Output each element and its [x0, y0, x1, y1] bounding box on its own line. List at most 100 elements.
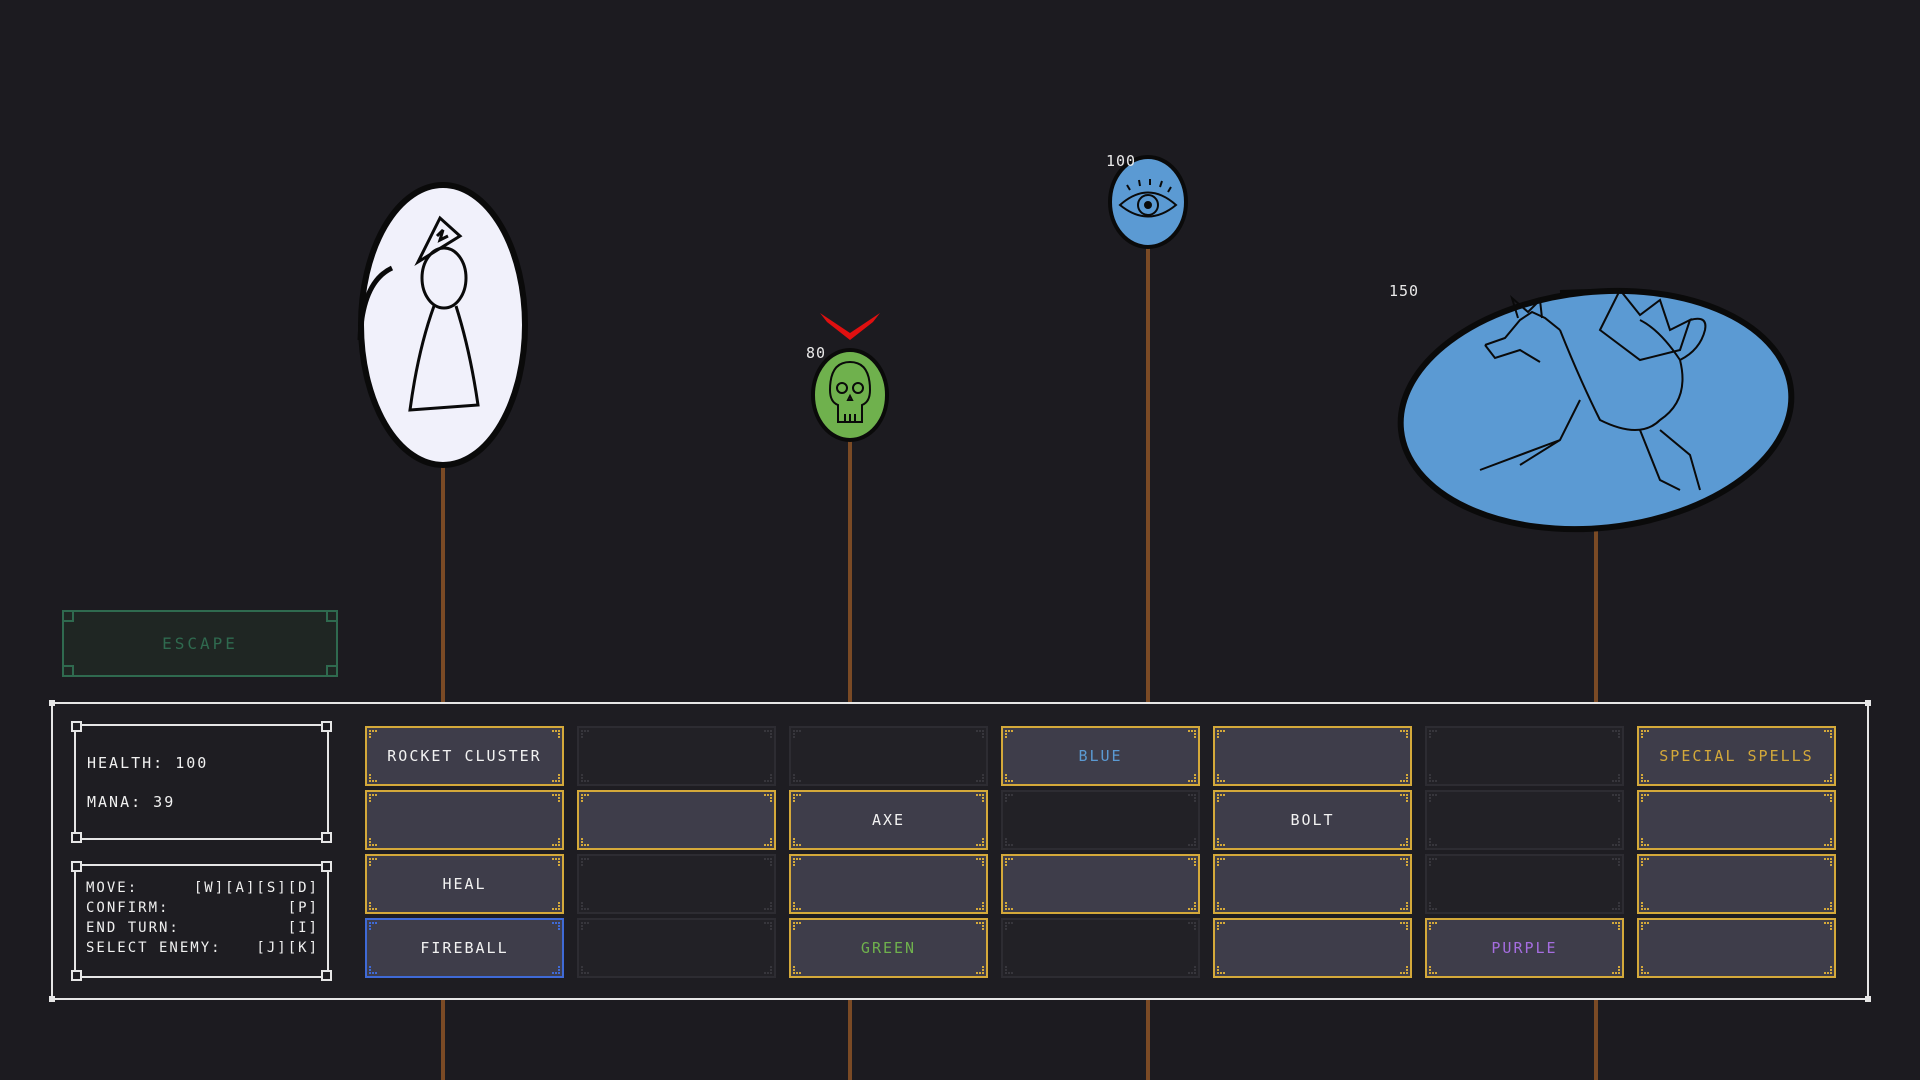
spell-slot[interactable]: [1001, 790, 1200, 850]
control-row: END TURN: [I]: [86, 920, 319, 936]
slot-corner-ornament: [552, 858, 560, 866]
spell-slot[interactable]: BOLT: [1213, 790, 1412, 850]
control-label: MOVE:: [86, 880, 139, 896]
corner-ornament: [326, 665, 338, 677]
skull-enemy-hp: 80: [806, 344, 827, 362]
slot-corner-ornament: [552, 794, 560, 802]
eye-enemy[interactable]: [1108, 155, 1188, 249]
slot-corner-ornament: [1612, 966, 1620, 974]
box-corner: [321, 970, 332, 981]
slot-corner-ornament: [1217, 966, 1225, 974]
panel-corner: [49, 996, 55, 1002]
dragon-icon: [1479, 288, 1707, 491]
slot-corner-ornament: [552, 838, 560, 846]
spell-slot[interactable]: [577, 918, 776, 978]
control-row: CONFIRM: [P]: [86, 900, 319, 916]
slot-corner-ornament: [1188, 794, 1196, 802]
spell-slot[interactable]: [577, 854, 776, 914]
slot-corner-ornament: [1400, 858, 1408, 866]
slot-corner-ornament: [764, 794, 772, 802]
spell-slot[interactable]: ROCKET CLUSTER: [365, 726, 564, 786]
spell-label: FIREBALL: [420, 939, 509, 957]
spell-label: AXE: [871, 811, 906, 829]
spell-slot[interactable]: [1001, 918, 1200, 978]
slot-corner-ornament: [1005, 922, 1013, 930]
spell-slot[interactable]: SPECIAL SPELLS: [1637, 726, 1836, 786]
spell-slot[interactable]: [577, 726, 776, 786]
spell-slot[interactable]: BLUE: [1001, 726, 1200, 786]
slot-corner-ornament: [976, 794, 984, 802]
slot-corner-ornament: [1400, 794, 1408, 802]
spell-slot[interactable]: GREEN: [789, 918, 988, 978]
spell-slot[interactable]: [789, 854, 988, 914]
slot-corner-ornament: [1188, 730, 1196, 738]
panel-corner: [49, 700, 55, 706]
slot-corner-ornament: [793, 858, 801, 866]
slot-corner-ornament: [1612, 838, 1620, 846]
slot-corner-ornament: [764, 902, 772, 910]
spell-slot[interactable]: [1637, 854, 1836, 914]
slot-corner-ornament: [369, 858, 377, 866]
slot-corner-ornament: [1612, 922, 1620, 930]
spell-slot[interactable]: [1213, 726, 1412, 786]
escape-label: ESCAPE: [162, 634, 238, 653]
spell-slot[interactable]: [1213, 918, 1412, 978]
slot-corner-ornament: [1005, 858, 1013, 866]
slot-corner-ornament: [1429, 902, 1437, 910]
slot-corner-ornament: [1188, 902, 1196, 910]
spell-label: BLUE: [1078, 747, 1123, 765]
control-row: SELECT ENEMY: [J][K]: [86, 940, 319, 956]
spell-grid: ROCKET CLUSTER BLUE SPECIAL SPELLS AXE BOLT H…: [365, 726, 1836, 978]
spell-slot[interactable]: [1637, 790, 1836, 850]
spell-slot[interactable]: [1425, 854, 1624, 914]
slot-corner-ornament: [552, 922, 560, 930]
slot-corner-ornament: [1188, 922, 1196, 930]
mana-text: MANA: 39: [87, 793, 176, 811]
slot-corner-ornament: [1217, 858, 1225, 866]
spell-slot[interactable]: [1213, 854, 1412, 914]
slot-corner-ornament: [1429, 774, 1437, 782]
slot-corner-ornament: [1217, 838, 1225, 846]
spell-slot[interactable]: FIREBALL: [365, 918, 564, 978]
panel-corner: [1865, 996, 1871, 1002]
spell-slot[interactable]: [789, 726, 988, 786]
slot-corner-ornament: [552, 774, 560, 782]
spell-label: ROCKET CLUSTER: [387, 747, 542, 765]
escape-button[interactable]: ESCAPE: [62, 610, 338, 677]
spell-slot[interactable]: HEAL: [365, 854, 564, 914]
skull-enemy[interactable]: [811, 348, 889, 442]
slot-corner-ornament: [581, 794, 589, 802]
slot-corner-ornament: [1824, 902, 1832, 910]
slot-corner-ornament: [1612, 730, 1620, 738]
spell-slot[interactable]: PURPLE: [1425, 918, 1624, 978]
slot-corner-ornament: [1641, 902, 1649, 910]
slot-corner-ornament: [976, 858, 984, 866]
spell-slot[interactable]: [1637, 918, 1836, 978]
slot-corner-ornament: [1400, 774, 1408, 782]
slot-corner-ornament: [369, 838, 377, 846]
spell-slot[interactable]: [1425, 790, 1624, 850]
slot-corner-ornament: [793, 838, 801, 846]
controls-help: MOVE: [W][A][S][D] CONFIRM: [P] END TURN…: [71, 861, 332, 981]
slot-corner-ornament: [976, 838, 984, 846]
spell-slot[interactable]: AXE: [789, 790, 988, 850]
spell-slot[interactable]: [365, 790, 564, 850]
slot-corner-ornament: [581, 838, 589, 846]
slot-corner-ornament: [1612, 858, 1620, 866]
slot-corner-ornament: [1429, 730, 1437, 738]
slot-corner-ornament: [581, 902, 589, 910]
spell-slot[interactable]: [1425, 726, 1624, 786]
spell-slot[interactable]: [1001, 854, 1200, 914]
spell-label: SPECIAL SPELLS: [1659, 747, 1814, 765]
slot-corner-ornament: [369, 774, 377, 782]
box-corner: [71, 970, 82, 981]
health-text: HEALTH: 100: [87, 754, 209, 772]
slot-corner-ornament: [1400, 922, 1408, 930]
slot-corner-ornament: [1429, 794, 1437, 802]
slot-corner-ornament: [1824, 858, 1832, 866]
slot-corner-ornament: [1824, 794, 1832, 802]
slot-corner-ornament: [976, 774, 984, 782]
slot-corner-ornament: [1400, 902, 1408, 910]
spell-slot[interactable]: [577, 790, 776, 850]
dragon-enemy[interactable]: [1389, 272, 1804, 548]
